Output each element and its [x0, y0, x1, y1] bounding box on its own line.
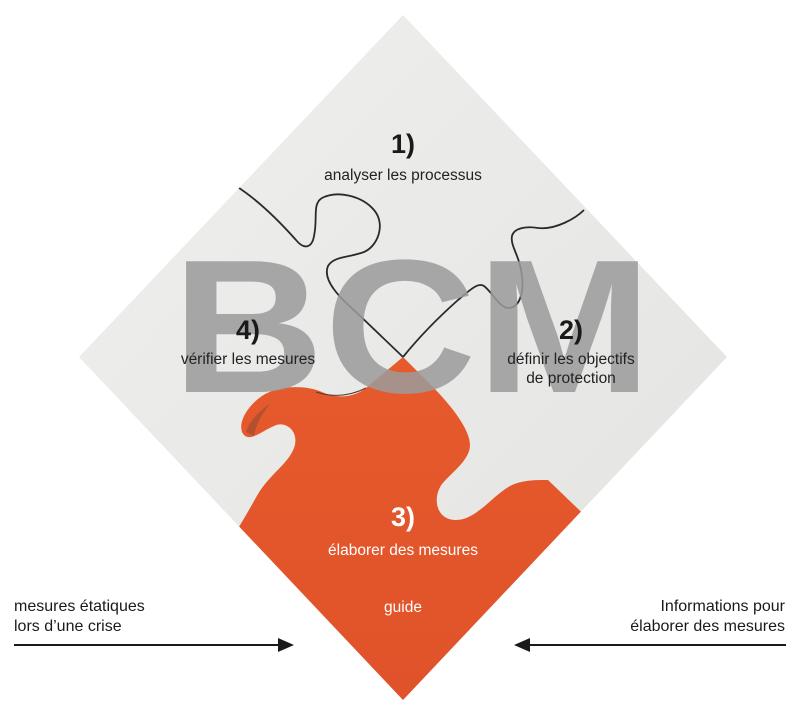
- seam-left: [315, 387, 367, 396]
- step-4: 4) vérifier les mesures: [128, 314, 368, 370]
- right-input-line1: Informations pour: [660, 598, 785, 615]
- seam-top-right: [402, 209, 585, 358]
- seam-top-left: [235, 185, 404, 358]
- step-2-number: 2): [558, 315, 583, 345]
- step-3-guide: guide: [384, 598, 422, 616]
- step-1-label: analyser les processus: [324, 166, 482, 184]
- step-3: 3) élaborer des mesures guide: [283, 501, 523, 618]
- step-1-number: 1): [390, 129, 415, 159]
- right-arrow: [514, 638, 786, 652]
- step-4-number: 4): [235, 315, 260, 345]
- left-arrow: [14, 638, 294, 652]
- step-2-label-line2: de protection: [526, 369, 616, 387]
- step-4-label: vérifier les mesures: [180, 350, 316, 368]
- step-1: 1) analyser les processus: [283, 128, 523, 186]
- left-input-line1: mesures étatiques: [14, 598, 145, 615]
- left-input-label: mesures étatiques lors d’une crise: [14, 597, 145, 637]
- bcm-watermark: BCM: [172, 221, 652, 433]
- step-3-label: élaborer des mesures: [328, 541, 478, 559]
- knob-shadow: [246, 404, 270, 436]
- step-3-number: 3): [390, 502, 415, 532]
- right-input-label: Informations pour élaborer des mesures: [630, 597, 785, 637]
- right-input-line2: élaborer des mesures: [630, 618, 785, 635]
- step-2: 2) définir les objectifs de protection: [451, 314, 691, 389]
- step-2-label-line1: définir les objectifs: [507, 350, 635, 368]
- left-input-line2: lors d’une crise: [14, 618, 122, 635]
